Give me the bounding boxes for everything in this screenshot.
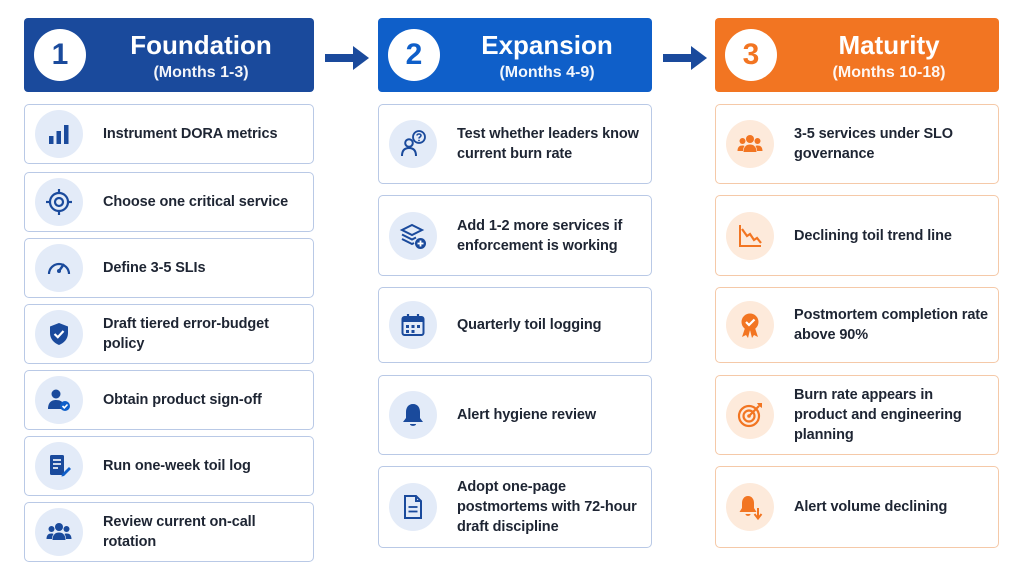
phase-subtitle: (Months 4-9) [499, 64, 595, 81]
step-item: Choose one critical service [24, 172, 314, 232]
step-text: Adopt one-page postmortems with 72-hour … [457, 479, 637, 535]
phase-subtitle: (Months 10-18) [832, 64, 946, 81]
step-item: Obtain product sign-off [24, 370, 314, 430]
step-item: Quarterly toil logging [378, 287, 652, 363]
phase-expansion: 2 Expansion (Months 4-9) Test whether le… [378, 18, 652, 548]
step-text: Choose one critical service [103, 194, 289, 210]
step-item: Run one-week toil log [24, 436, 314, 496]
phase-number: 2 [388, 29, 440, 81]
step-item: 3-5 services under SLO governance [715, 104, 999, 184]
declining-trend-icon [726, 211, 774, 260]
user-question-icon [389, 120, 437, 168]
step-text: Draft tiered error-budget policy [103, 316, 269, 352]
team-icon [726, 120, 774, 168]
target-arrow-icon [726, 391, 774, 439]
target-crosshair-icon [35, 178, 83, 226]
step-text: Define 3-5 SLIs [103, 260, 206, 276]
step-item: Test whether leaders know current burn r… [378, 104, 652, 184]
step-text: Declining toil trend line [794, 227, 952, 244]
arrow-right-icon [663, 44, 709, 72]
step-item: Adopt one-page postmortems with 72-hour … [378, 466, 652, 548]
document-icon [389, 483, 437, 531]
phase-title: Maturity [838, 30, 940, 60]
gauge-icon [35, 244, 83, 292]
phase-subtitle: (Months 1-3) [153, 64, 249, 81]
step-item: Declining toil trend line [715, 195, 999, 276]
step-text: Alert hygiene review [457, 407, 597, 423]
step-text: Instrument DORA metrics [103, 126, 278, 142]
step-text: Alert volume declining [794, 499, 948, 515]
step-text: Test whether leaders know current burn r… [457, 126, 639, 162]
step-item: Review current on-call rotation [24, 502, 314, 562]
phase-title: Expansion [481, 30, 613, 60]
user-check-icon [35, 376, 83, 424]
phase-number: 1 [34, 29, 86, 81]
layers-add-icon [389, 211, 437, 260]
step-item: Alert volume declining [715, 466, 999, 548]
phase-header: 1 Foundation (Months 1-3) [24, 18, 314, 92]
step-text: Postmortem completion rate above 90% [794, 307, 988, 343]
calendar-icon [389, 301, 437, 349]
bell-icon [389, 391, 437, 439]
step-item: Instrument DORA metrics [24, 104, 314, 164]
step-text: Quarterly toil logging [457, 317, 602, 333]
bell-down-icon [726, 483, 774, 531]
award-badge-icon [726, 301, 774, 349]
step-item: Define 3-5 SLIs [24, 238, 314, 298]
step-text: Run one-week toil log [103, 458, 251, 474]
shield-check-icon [35, 310, 83, 358]
step-item: Draft tiered error-budget policy [24, 304, 314, 364]
phase-number: 3 [725, 29, 777, 81]
phase-header: 2 Expansion (Months 4-9) [378, 18, 652, 92]
step-text: Review current on-call rotation [103, 514, 256, 550]
step-item: Add 1-2 more services if enforcement is … [378, 195, 652, 276]
team-icon [35, 508, 83, 556]
document-edit-icon [35, 442, 83, 490]
phase-maturity: 3 Maturity (Months 10-18) 3-5 services u… [715, 18, 999, 548]
step-text: Burn rate appears in product and enginee… [794, 387, 962, 443]
step-text: 3-5 services under SLO governance [794, 126, 953, 162]
step-item: Burn rate appears in product and enginee… [715, 375, 999, 455]
step-item: Postmortem completion rate above 90% [715, 287, 999, 363]
phase-foundation: 1 Foundation (Months 1-3) Instrument DOR… [24, 18, 314, 562]
bar-chart-icon [35, 110, 83, 158]
step-item: Alert hygiene review [378, 375, 652, 455]
step-text: Obtain product sign-off [103, 392, 262, 408]
phase-header: 3 Maturity (Months 10-18) [715, 18, 999, 92]
step-text: Add 1-2 more services if enforcement is … [457, 217, 623, 254]
phase-title: Foundation [130, 30, 272, 60]
arrow-right-icon [325, 44, 371, 72]
